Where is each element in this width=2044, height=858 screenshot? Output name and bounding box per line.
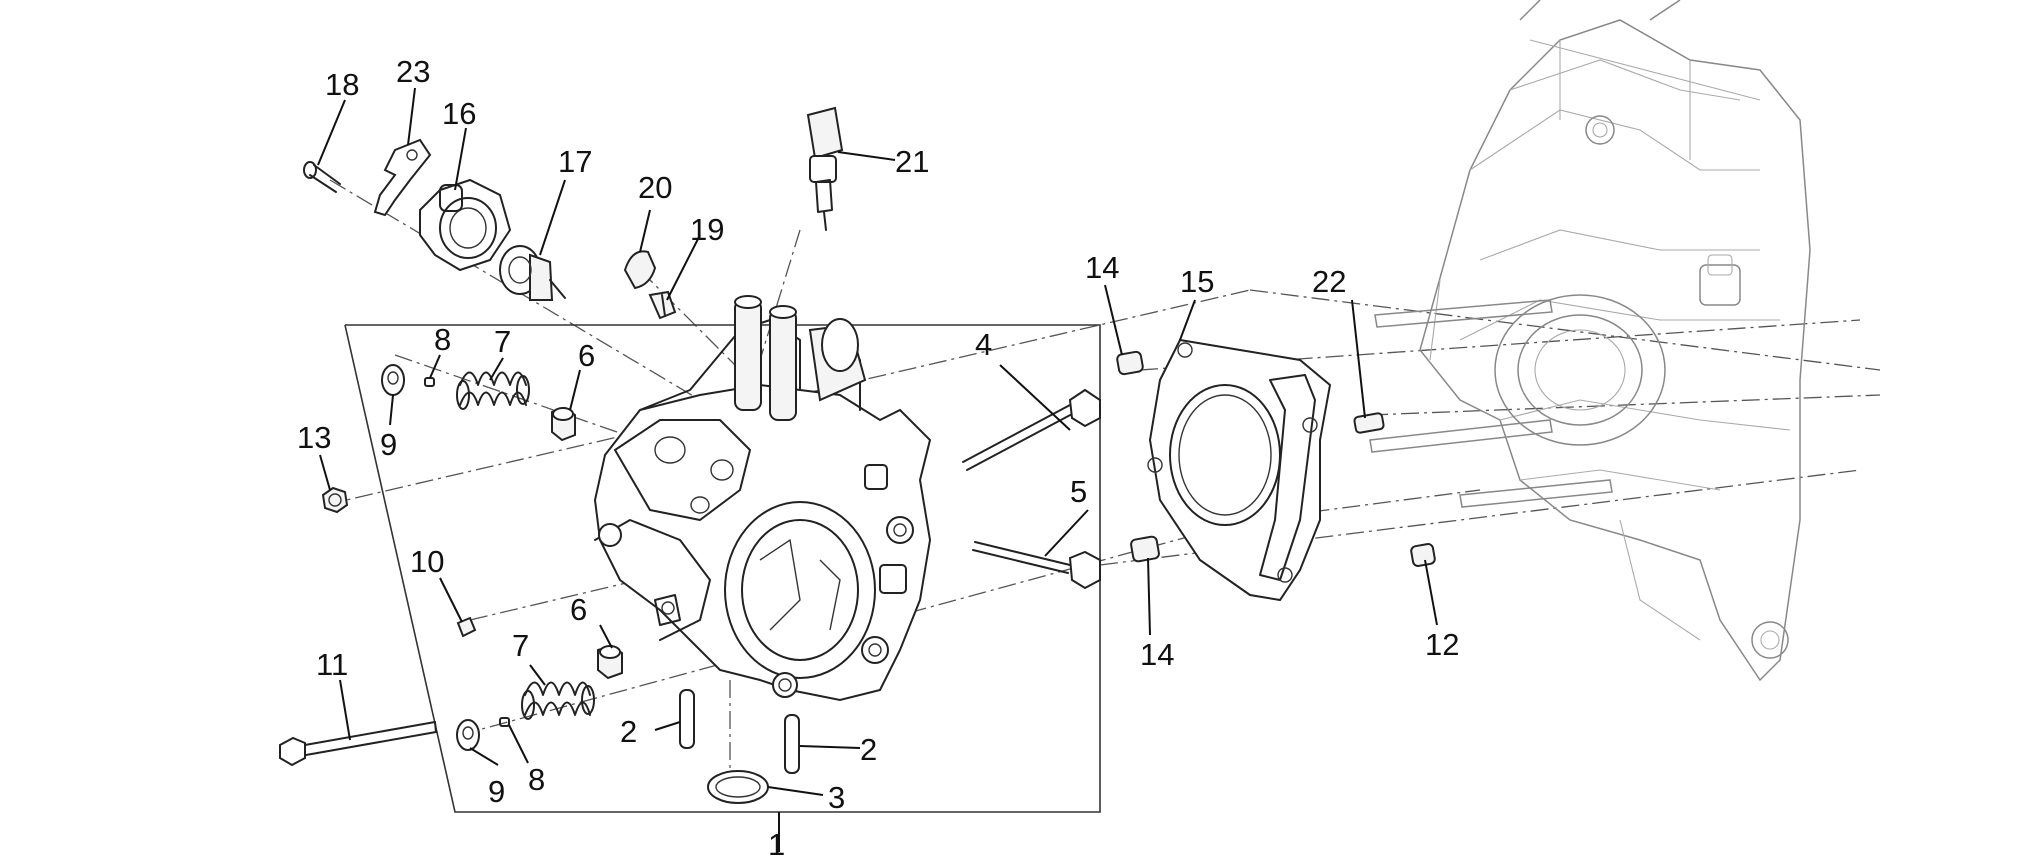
callout-20: 20 — [638, 170, 672, 205]
plug — [456, 616, 477, 638]
callout-22: 22 — [1312, 264, 1346, 299]
callout-6: 6 — [570, 592, 587, 627]
callout-2: 2 — [620, 714, 637, 749]
callout-3: 3 — [828, 780, 845, 815]
lower-valve-train — [456, 644, 623, 751]
callout-8: 8 — [528, 762, 545, 797]
callout-1: 1 — [768, 827, 785, 858]
callout-19: 19 — [690, 212, 724, 247]
callout-13: 13 — [297, 420, 331, 455]
dowels — [1116, 350, 1436, 567]
callout-9: 9 — [380, 427, 397, 462]
thermostat-housing-parts — [303, 106, 844, 320]
callout-10: 10 — [410, 544, 444, 579]
head-gasket — [1147, 338, 1332, 602]
engine-block — [1369, 0, 1811, 682]
dowel-pins — [679, 689, 800, 774]
callout-21: 21 — [895, 144, 929, 179]
intake-valve — [962, 388, 1101, 471]
callout-12: 12 — [1425, 627, 1459, 662]
callout-23: 23 — [396, 54, 430, 89]
callout-8: 8 — [434, 322, 451, 357]
leader-lines — [317, 87, 1438, 852]
callout-5: 5 — [1070, 474, 1087, 509]
callout-7: 7 — [512, 628, 529, 663]
exhaust-valve — [972, 541, 1101, 590]
callout-7: 7 — [494, 324, 511, 359]
callout-4: 4 — [975, 327, 992, 362]
callout-14: 14 — [1140, 637, 1174, 672]
callout-9: 9 — [488, 774, 505, 809]
callout-14: 14 — [1085, 250, 1119, 285]
long-bolt — [279, 721, 437, 767]
callout-6: 6 — [578, 338, 595, 373]
callout-15: 15 — [1180, 264, 1214, 299]
callout-labels: 1 2 2 3 4 5 6 6 7 7 8 8 9 9 10 11 12 13 … — [297, 54, 1459, 858]
upper-valve-train — [381, 364, 576, 442]
callout-18: 18 — [325, 67, 359, 102]
callout-11: 11 — [316, 647, 348, 682]
callout-2: 2 — [860, 732, 877, 767]
callout-17: 17 — [558, 144, 592, 179]
callout-16: 16 — [442, 96, 476, 131]
cylinder-head — [593, 295, 932, 702]
cap-nut — [321, 486, 349, 514]
o-ring — [707, 770, 769, 804]
